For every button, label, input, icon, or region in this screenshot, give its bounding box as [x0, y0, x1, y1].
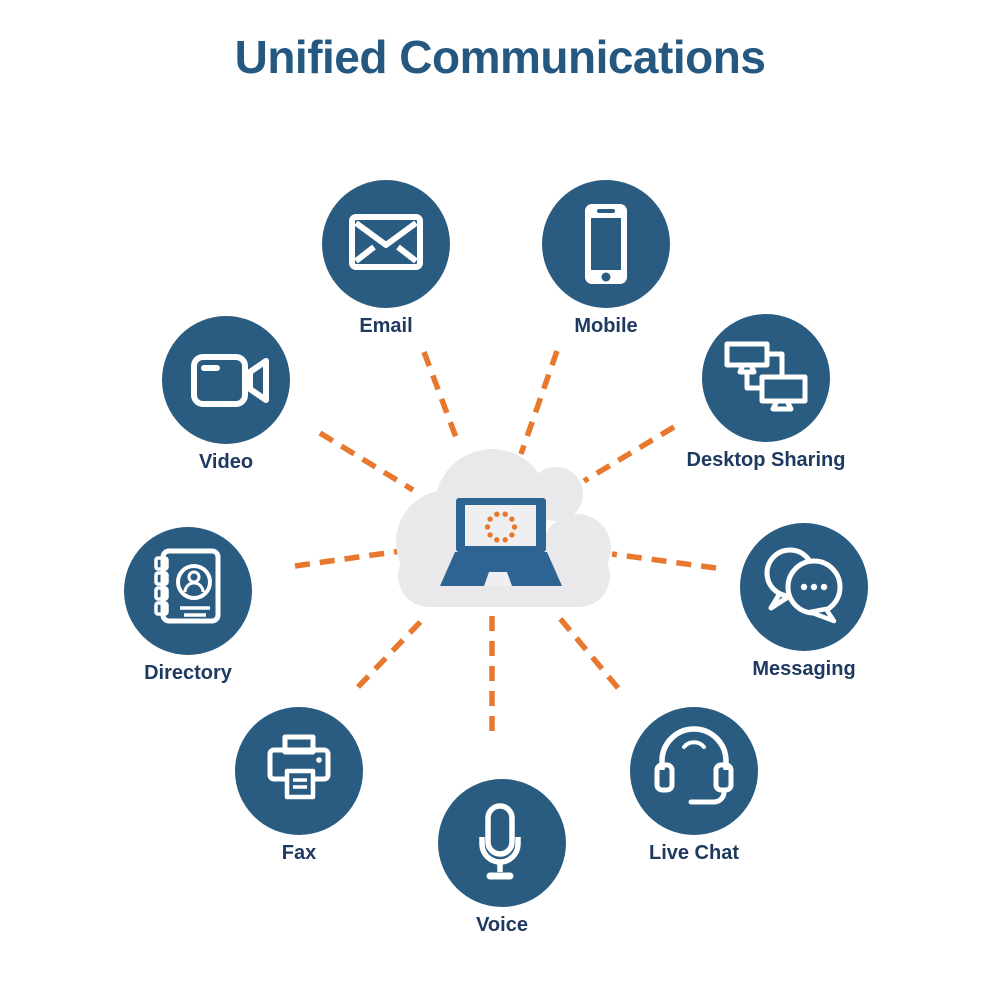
- connector-directory: [294, 547, 409, 569]
- connector-mobile: [518, 350, 560, 455]
- connector-lines: [294, 350, 717, 731]
- loading-spinner-icon: [484, 511, 518, 543]
- video-camera-icon: [191, 354, 269, 407]
- laptop-icon: [440, 498, 562, 586]
- node-label: Video: [198, 451, 254, 473]
- fax-bubble: [235, 707, 363, 835]
- node-video: Video: [136, 316, 316, 474]
- node-fax: Fax: [209, 707, 389, 865]
- email-icon: [349, 214, 423, 270]
- connector-live-chat: [555, 614, 621, 690]
- voice-bubble: [438, 779, 566, 907]
- node-label: Email: [359, 315, 413, 337]
- connector-fax: [356, 614, 428, 689]
- node-label: Messaging: [752, 658, 856, 680]
- node-label: Mobile: [574, 315, 638, 337]
- video-bubble: [162, 316, 290, 444]
- node-label: Voice: [476, 914, 528, 936]
- mobile-bubble: [542, 180, 670, 308]
- node-label: Fax: [281, 842, 317, 864]
- node-email: Email: [296, 180, 476, 338]
- email-bubble: [322, 180, 450, 308]
- node-directory: Directory: [98, 527, 278, 685]
- node-label: Live Chat: [648, 842, 740, 864]
- node-live-chat: Live Chat: [604, 707, 784, 865]
- connector-email: [421, 351, 460, 441]
- directory-book-icon: [154, 548, 221, 624]
- page-title: Unified Communications: [234, 31, 766, 83]
- mobile-icon: [585, 204, 627, 284]
- node-messaging: Messaging: [714, 523, 894, 681]
- connector-messaging: [611, 551, 717, 571]
- live-chat-bubble: [630, 707, 758, 835]
- directory-bubble: [124, 527, 252, 655]
- microphone-icon: [479, 803, 521, 880]
- node-label: Directory: [144, 662, 232, 684]
- node-label: Desktop Sharing: [686, 449, 846, 471]
- desktop-sharing-icon: [724, 341, 808, 412]
- chat-bubbles-icon: [764, 547, 843, 624]
- node-desktop-sharing: Desktop Sharing: [676, 314, 856, 472]
- node-voice: Voice: [412, 779, 592, 937]
- desktop-sharing-bubble: [702, 314, 830, 442]
- node-mobile: Mobile: [516, 180, 696, 338]
- connector-desktop-sharing: [582, 424, 676, 484]
- fax-printer-icon: [267, 734, 331, 800]
- headset-icon: [654, 726, 734, 805]
- connector-video: [318, 430, 415, 493]
- messaging-bubble: [740, 523, 868, 651]
